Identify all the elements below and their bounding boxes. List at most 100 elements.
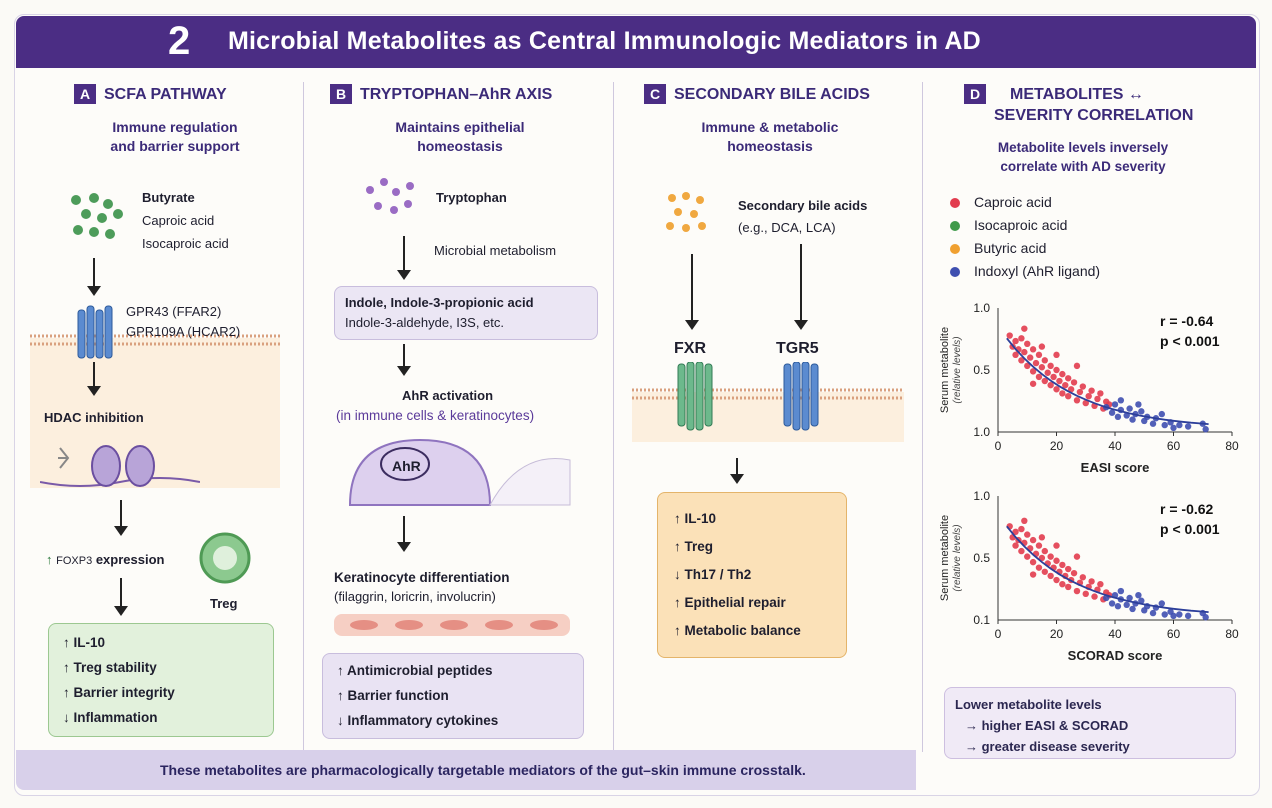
- data-point: [1047, 381, 1054, 389]
- legend-dot-butyric: [950, 244, 960, 254]
- data-point: [1047, 553, 1054, 560]
- panel-b-subtitle-line2: homeostasis: [417, 138, 503, 154]
- y-axis-sublabel: (relative levels): [952, 336, 963, 403]
- data-point: [1129, 416, 1136, 423]
- outcome-epithelial-repair: ↑ Epithelial repair: [674, 595, 786, 610]
- data-point: [1012, 351, 1019, 359]
- data-point: [1018, 335, 1025, 342]
- data-point: [1044, 369, 1051, 376]
- y-tick-label: 0.5: [973, 551, 990, 565]
- data-point: [1047, 572, 1054, 580]
- data-point: [1029, 368, 1037, 375]
- outcome-antimicrobial-peptides: ↑ Antimicrobial peptides: [337, 663, 493, 678]
- data-point: [1184, 423, 1192, 430]
- panel-c-subtitle-line1: Immune & metabolic: [701, 119, 839, 135]
- y-tick-label: 1.0: [973, 425, 990, 439]
- data-point: [1035, 351, 1043, 359]
- flow-arrow: [794, 244, 808, 330]
- data-point: [1073, 553, 1081, 560]
- skin-layer-illustration: [334, 614, 570, 636]
- data-point: [1138, 597, 1145, 604]
- correlation-p: p < 0.001: [1160, 333, 1220, 349]
- legend-dot-indoxyl: [950, 267, 960, 277]
- data-point: [1097, 580, 1104, 588]
- panel-d-subtitle-line1: Metabolite levels inversely: [997, 140, 1169, 155]
- data-point: [1108, 600, 1116, 607]
- data-point: [1018, 357, 1025, 364]
- panel-d-title-line1: METABOLITES ↔: [1010, 86, 1144, 103]
- flow-arrow: [114, 578, 128, 616]
- data-point: [1108, 409, 1116, 416]
- x-tick-label: 0: [995, 439, 1002, 453]
- metabolite-caproic: Caproic acid: [142, 213, 215, 228]
- metabolite-isocaproic: Isocaproic acid: [142, 236, 229, 251]
- outcome-th17-th2: ↓ Th17 / Th2: [674, 567, 752, 582]
- data-point: [1076, 388, 1084, 396]
- figure-title: Microbial Metabolites as Central Immunol…: [228, 27, 981, 55]
- data-point: [1038, 364, 1046, 371]
- data-point: [1149, 420, 1157, 427]
- data-point: [1053, 366, 1060, 374]
- data-point: [1184, 612, 1192, 620]
- panel-b-title: TRYPTOPHAN–AhR AXIS: [360, 86, 553, 103]
- flow-arrow: [397, 344, 411, 376]
- panel-a-title: SCFA PATHWAY: [104, 86, 227, 103]
- data-point: [1047, 362, 1054, 370]
- data-point: [1024, 340, 1031, 348]
- outcome-il10: ↑ IL-10: [674, 511, 717, 526]
- y-tick-label: 0.5: [973, 363, 990, 377]
- receptor-gpr43: GPR43 (FFAR2): [126, 304, 222, 319]
- data-point: [1117, 397, 1125, 404]
- bile-receptor-membrane-illustration: [632, 362, 904, 442]
- data-point: [1035, 564, 1043, 571]
- data-point: [1138, 408, 1145, 415]
- outcome-inflammation: ↓ Inflammation: [63, 710, 158, 725]
- data-point: [1018, 525, 1025, 533]
- footer-text: These metabolites are pharmacologically …: [160, 762, 806, 778]
- data-point: [1026, 354, 1034, 361]
- expression-word: expression: [92, 552, 165, 567]
- outcome-barrier-integrity: ↑ Barrier integrity: [63, 685, 175, 700]
- outcome-barrier-function: ↑ Barrier function: [337, 688, 449, 703]
- data-point: [1082, 399, 1089, 407]
- data-point: [1111, 401, 1119, 408]
- data-point: [1135, 592, 1142, 599]
- legend-dot-isocaproic: [950, 221, 960, 231]
- data-point: [1117, 587, 1125, 595]
- data-point: [1041, 377, 1048, 385]
- data-point: [1035, 542, 1043, 549]
- outcome-metabolic-balance: ↑ Metabolic balance: [674, 623, 801, 638]
- y-tick-label: 1.0: [973, 489, 990, 503]
- data-point: [1073, 397, 1081, 404]
- tryptophan-molecules-icon: [366, 178, 414, 214]
- data-point: [1012, 337, 1019, 345]
- summary-line2: → higher EASI & SCORAD: [965, 718, 1129, 733]
- data-point: [1082, 590, 1089, 598]
- tryptophan-label: Tryptophan: [436, 190, 507, 205]
- bile-acids-examples: (e.g., DCA, LCA): [738, 220, 836, 235]
- x-tick-label: 60: [1167, 627, 1181, 641]
- data-point: [1041, 547, 1048, 555]
- data-point: [1032, 359, 1040, 367]
- data-point: [1059, 390, 1066, 397]
- outcome-inflammatory-cytokines: ↓ Inflammatory cytokines: [337, 713, 499, 728]
- data-point: [1050, 373, 1057, 381]
- data-point: [1024, 531, 1031, 538]
- column-divider: [613, 82, 614, 752]
- x-tick-label: 60: [1167, 439, 1181, 453]
- summary-line3: → greater disease severity: [965, 739, 1130, 754]
- data-point: [1021, 517, 1028, 524]
- data-point: [1029, 380, 1037, 387]
- x-tick-label: 0: [995, 627, 1002, 641]
- data-point: [1067, 386, 1075, 393]
- ahr-outcomes-box: ↑ Antimicrobial peptides ↑ Barrier funct…: [322, 653, 584, 739]
- summary-line1: Lower metabolite levels: [955, 697, 1102, 712]
- data-point: [1079, 574, 1087, 581]
- data-point: [1129, 605, 1136, 613]
- column-divider: [922, 82, 923, 752]
